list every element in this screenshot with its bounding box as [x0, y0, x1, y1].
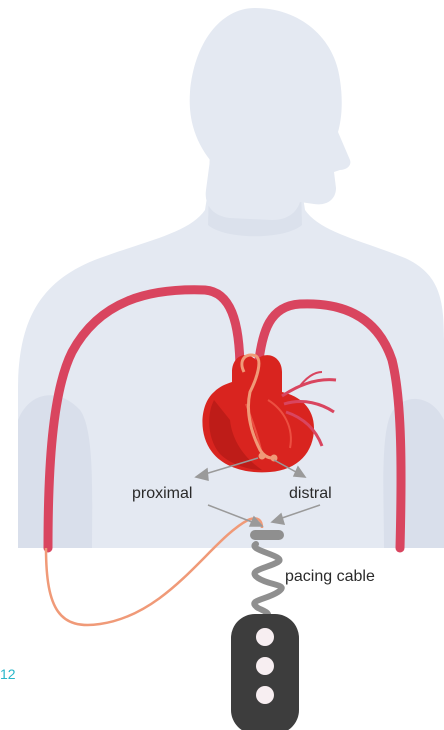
- proximal-label: proximal: [132, 485, 192, 503]
- head: [190, 8, 351, 220]
- shoulder-shading-right: [383, 399, 444, 548]
- distal-label: distral: [289, 485, 332, 503]
- corner-mark: 12: [0, 666, 16, 682]
- pacing-cable-label: pacing cable: [285, 568, 375, 586]
- proximal-electrode: [259, 453, 266, 460]
- pacing-device: [231, 614, 299, 730]
